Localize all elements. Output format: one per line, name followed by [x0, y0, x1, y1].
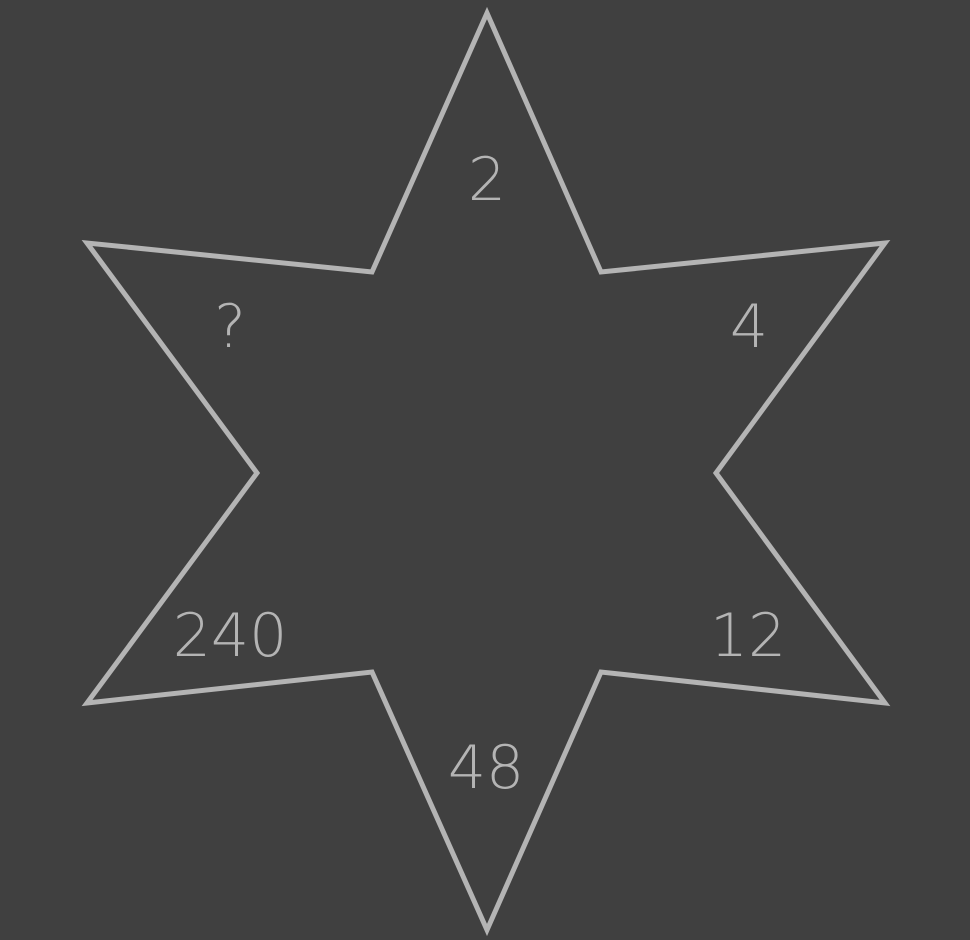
- label-lower-right: 12: [710, 601, 786, 671]
- label-upper-right: 4: [730, 292, 768, 362]
- six-point-star-outline: [81, 6, 891, 937]
- label-top: 2: [468, 145, 506, 215]
- label-lower-left: 240: [173, 601, 288, 671]
- label-upper-left: ?: [214, 292, 246, 362]
- label-bottom: 48: [448, 733, 524, 803]
